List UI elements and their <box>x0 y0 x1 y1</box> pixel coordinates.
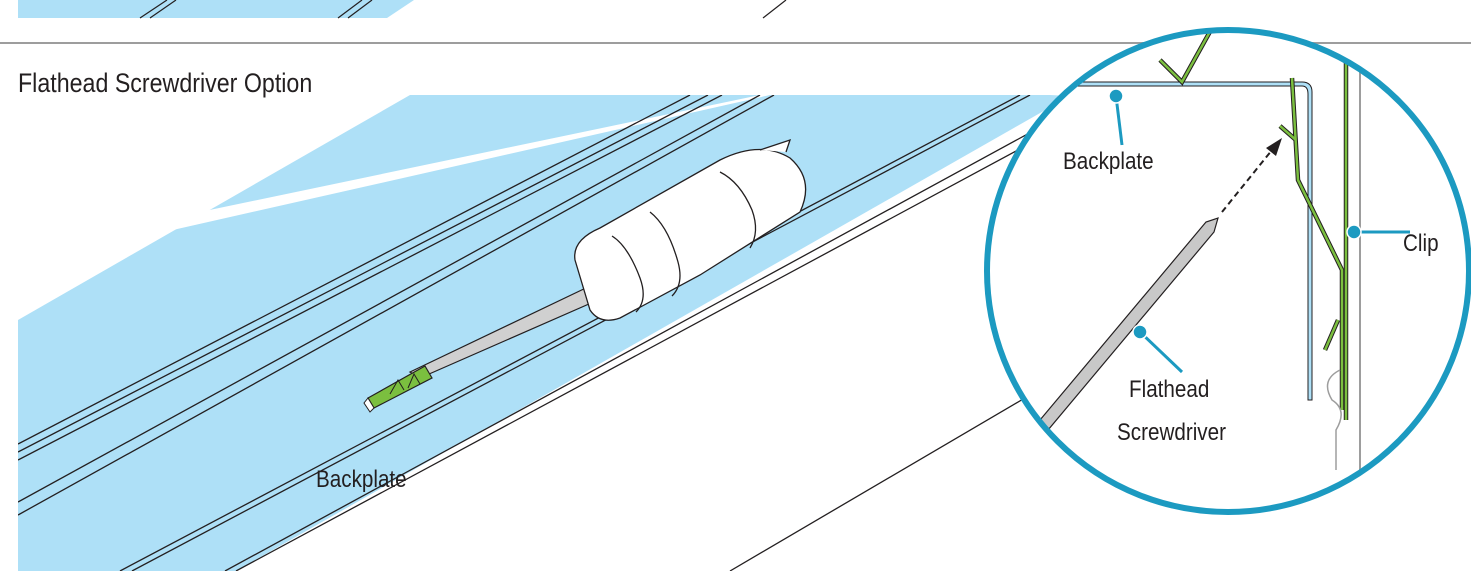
callout-circle-outline <box>984 27 1471 515</box>
detail-callout <box>984 27 1471 515</box>
backplate-detail-label: Backplate <box>1063 148 1154 175</box>
backplate-panel <box>18 95 1070 571</box>
previous-step-remnant <box>18 0 787 19</box>
insertion-arrow <box>1221 149 1273 213</box>
screwdriver-label-line2: Screwdriver <box>1117 419 1226 446</box>
backplate-cross-section <box>987 81 1313 401</box>
clip-cross-section-color <box>1159 30 1348 420</box>
clip-isometric <box>363 365 433 413</box>
backplate-isometric-view <box>18 95 1071 571</box>
screwdriver-handle <box>574 138 807 321</box>
backplate-label: Backplate <box>316 466 407 493</box>
screwdriver-label-line1: Flathead <box>1129 376 1210 403</box>
page-title: Flathead Screwdriver Option <box>18 68 313 98</box>
clip-label: Clip <box>1403 230 1439 257</box>
